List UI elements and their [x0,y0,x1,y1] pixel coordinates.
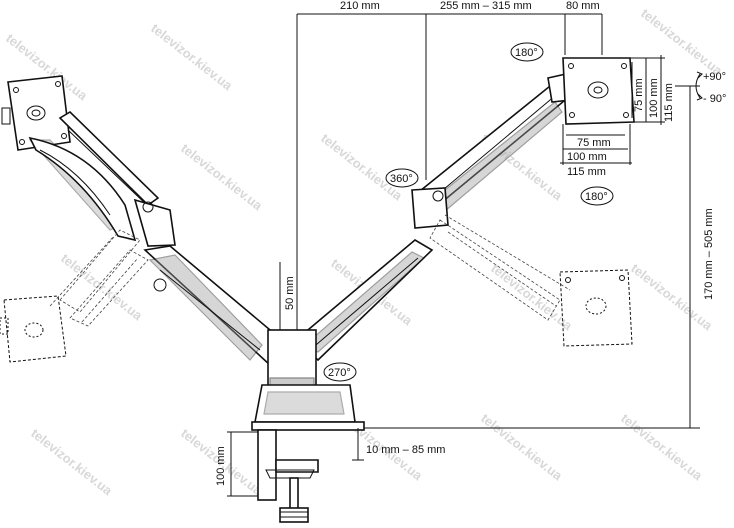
dim-top-255-315: 255 mm – 315 mm [440,0,532,12]
watermark: televizor.kiev.ua [478,411,566,484]
swivel-base-label: 270° [328,367,351,379]
dim-clamp-height: 100 mm [215,446,227,486]
right-vesa-ghost [559,269,633,347]
vesa-h-75: 75 mm [577,137,611,149]
dim-height-range: 170 mm – 505 mm [703,208,715,300]
left-vesa-ghost [0,295,67,363]
pole-offset-dimension: 50 mm [279,262,296,330]
dim-top-80: 80 mm [566,0,600,12]
watermark: televizor.kiev.ua [318,131,406,204]
tilt-indicator: +90° - 90° [695,71,726,105]
top-dimensions: 210 mm 255 mm – 315 mm 80 mm [296,0,603,330]
left-middle-arm [143,245,283,367]
dim-clamp-thickness: 10 mm – 85 mm [366,444,445,456]
dim-pole-offset: 50 mm [284,276,296,310]
right-arm-ghost [429,214,571,321]
right-vesa-plate [562,57,635,125]
left-upper-arm [28,110,176,247]
rotation-badges: 180° 180° 360° 270° [323,42,614,382]
clamp-dimensions: 100 mm 10 mm – 85 mm [215,428,445,497]
right-upper-arm [411,73,572,229]
watermark: televizor.kiev.ua [148,21,236,94]
vesa-v-75: 75 mm [633,78,645,112]
swivel-arm-label: 360° [390,173,413,185]
watermark: televizor.kiev.ua [638,6,726,79]
height-dimension: 170 mm – 505 mm [360,85,715,429]
left-arm-ghost [49,229,149,327]
vesa-v-100: 100 mm [648,78,660,118]
center-pole [254,310,356,423]
watermark: televizor.kiev.ua [618,411,706,484]
vesa-dimensions: 75 mm 100 mm 115 mm 75 mm 100 mm 115 mm [560,55,675,178]
tilt-up-label: +90° [703,71,726,83]
desk-clamp [251,421,365,523]
vesa-v-115: 115 mm [663,83,675,122]
left-vesa-plate [1,75,71,151]
pivot-top-label: 180° [515,47,538,59]
tilt-down-label: - 90° [703,93,726,105]
vesa-h-115: 115 mm [567,166,606,178]
watermark: televizor.kiev.ua [28,426,116,499]
vesa-h-100: 100 mm [567,151,607,163]
watermark: televizor.kiev.ua [178,141,266,214]
pivot-bottom-label: 180° [585,191,608,203]
dim-top-210: 210 mm [340,0,380,12]
